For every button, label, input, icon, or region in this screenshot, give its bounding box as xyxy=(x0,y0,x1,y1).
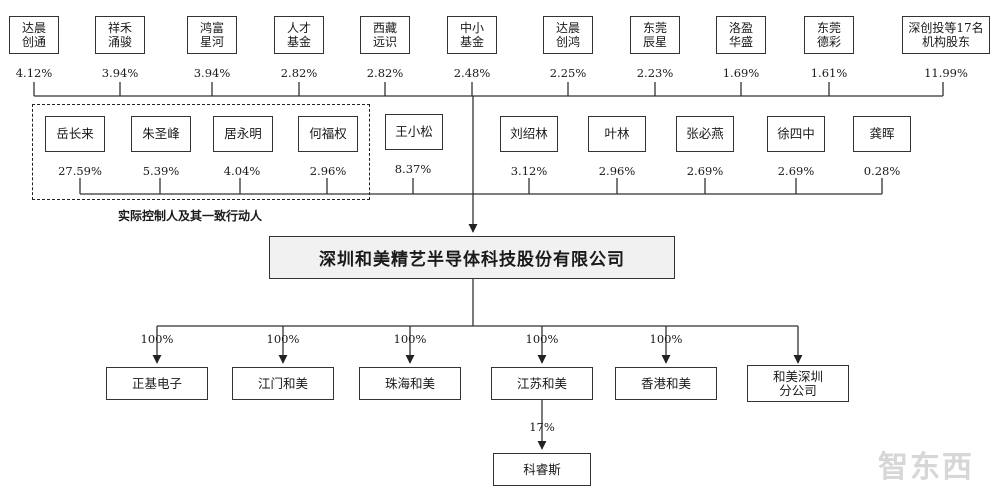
controller-box: 居永明 xyxy=(213,116,273,152)
individual-box: 王小松 xyxy=(385,114,443,150)
subsidiary-branch-box: 和美深圳 分公司 xyxy=(747,365,849,402)
shareholder-pct: 4.12% xyxy=(15,66,53,80)
individual-pct: 3.12% xyxy=(510,164,548,178)
individual-pct: 2.96% xyxy=(598,164,636,178)
shareholder-box: 达晨 创通 xyxy=(9,16,59,54)
watermark-logo: 智东西 xyxy=(878,450,974,485)
shareholder-box: 洛盈 华盛 xyxy=(716,16,766,54)
shareholder-box: 达晨 创鸿 xyxy=(543,16,593,54)
controller-box: 岳长来 xyxy=(45,116,105,152)
subsidiary-box: 正基电子 xyxy=(106,367,208,400)
shareholder-pct: 3.94% xyxy=(193,66,231,80)
subsidiary-box: 江苏和美 xyxy=(491,367,593,400)
shareholder-box: 祥禾 涌骏 xyxy=(95,16,145,54)
individual-pct: 0.28% xyxy=(863,164,901,178)
shareholder-pct: 2.82% xyxy=(366,66,404,80)
shareholder-box: 东莞 德彩 xyxy=(804,16,854,54)
shareholder-pct: 1.69% xyxy=(722,66,760,80)
individual-pct: 8.37% xyxy=(394,162,432,176)
controller-box: 朱圣峰 xyxy=(131,116,191,152)
shareholder-pct: 1.61% xyxy=(810,66,848,80)
subsidiary-pct: 100% xyxy=(649,332,683,346)
controller-caption: 实际控制人及其一致行动人 xyxy=(118,209,263,223)
individual-box: 叶林 xyxy=(588,116,646,152)
shareholder-box: 西藏 远识 xyxy=(360,16,410,54)
shareholder-box: 深创投等17名 机构股东 xyxy=(902,16,990,54)
subsidiary-box: 江门和美 xyxy=(232,367,334,400)
subsidiary-pct: 100% xyxy=(393,332,427,346)
main-company-box: 深圳和美精艺半导体科技股份有限公司 xyxy=(269,236,675,279)
controller-box: 何福权 xyxy=(298,116,358,152)
individual-pct: 2.69% xyxy=(777,164,815,178)
shareholder-box: 中小 基金 xyxy=(447,16,497,54)
controller-pct: 5.39% xyxy=(142,164,180,178)
shareholder-pct: 2.48% xyxy=(453,66,491,80)
subsidiary-pct: 100% xyxy=(266,332,300,346)
shareholder-pct: 2.25% xyxy=(549,66,587,80)
shareholder-box: 东莞 辰星 xyxy=(630,16,680,54)
individual-box: 龚晖 xyxy=(853,116,911,152)
subsidiary-box: 珠海和美 xyxy=(359,367,461,400)
sub-sub-pct: 17% xyxy=(529,420,555,434)
controller-group-frame xyxy=(32,104,370,200)
individual-box: 徐四中 xyxy=(767,116,825,152)
shareholder-box: 人才 基金 xyxy=(274,16,324,54)
controller-pct: 4.04% xyxy=(223,164,261,178)
shareholder-box: 鸿富 星河 xyxy=(187,16,237,54)
sub-sub-box: 科睿斯 xyxy=(493,453,591,486)
shareholder-pct: 2.82% xyxy=(280,66,318,80)
shareholder-pct: 2.23% xyxy=(636,66,674,80)
subsidiary-pct: 100% xyxy=(140,332,174,346)
shareholder-pct: 11.99% xyxy=(924,66,968,80)
individual-box: 刘绍林 xyxy=(500,116,558,152)
individual-pct: 2.69% xyxy=(686,164,724,178)
controller-pct: 27.59% xyxy=(58,164,102,178)
subsidiary-box: 香港和美 xyxy=(615,367,717,400)
controller-pct: 2.96% xyxy=(309,164,347,178)
individual-box: 张必燕 xyxy=(676,116,734,152)
shareholder-pct: 3.94% xyxy=(101,66,139,80)
subsidiary-pct: 100% xyxy=(525,332,559,346)
